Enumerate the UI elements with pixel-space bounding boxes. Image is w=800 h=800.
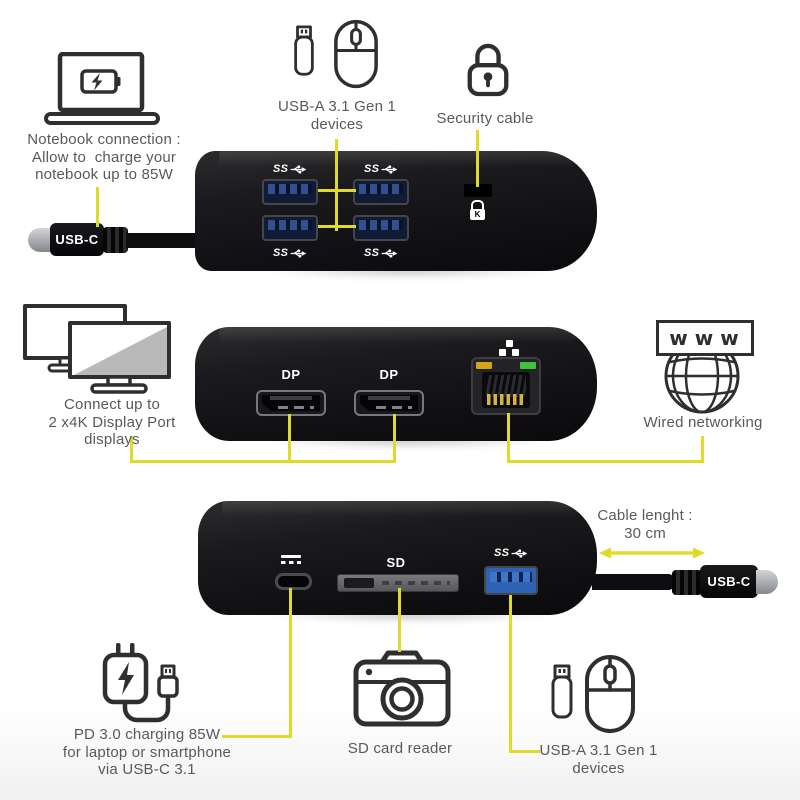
sd-reader-note: SD card reader xyxy=(347,740,453,757)
usbc-plug-label: USB-C xyxy=(55,232,99,247)
callout-line xyxy=(130,460,396,463)
ethernet-port xyxy=(471,357,541,415)
kensington-label: K xyxy=(470,209,485,220)
usbc-plug-tip xyxy=(28,228,52,252)
sd-port-label: SD xyxy=(386,555,406,570)
callout-line xyxy=(318,225,356,228)
callout-line xyxy=(318,189,356,192)
charger-icon xyxy=(102,643,179,723)
usb-trident-icon xyxy=(381,248,398,257)
security-note: Security cable xyxy=(436,110,534,127)
dp-port-label: DP xyxy=(379,367,399,382)
ss-usb-mark: SS xyxy=(273,163,307,175)
usbc-cable xyxy=(592,574,676,590)
ss-usb-mark: SS xyxy=(364,247,398,259)
callout-line xyxy=(393,414,396,463)
usb-devices-note-top: USB-A 3.1 Gen 1 devices xyxy=(277,98,397,133)
usbc-cable xyxy=(126,233,210,248)
laptop-charging-icon xyxy=(44,52,160,125)
usb-a-port xyxy=(262,215,318,241)
www-banner: www xyxy=(656,320,754,356)
kensington-lock-icon: K xyxy=(469,200,486,220)
usb-stick-icon xyxy=(551,664,573,719)
usb-a-port xyxy=(262,179,318,205)
pd-charging-note: PD 3.0 charging 85W for laptop or smartp… xyxy=(62,726,232,778)
callout-line xyxy=(509,595,512,753)
ss-label: SS xyxy=(273,163,289,175)
usb-trident-icon xyxy=(290,248,307,257)
usb-trident-icon xyxy=(381,164,398,173)
ethernet-led-orange xyxy=(476,362,492,369)
cable-strain-relief xyxy=(103,227,128,253)
callout-line xyxy=(289,588,292,738)
globe-icon xyxy=(664,338,740,414)
ss-label: SS xyxy=(364,163,380,175)
usbc-plug-tip xyxy=(756,570,778,594)
usb-stick-icon xyxy=(294,25,314,76)
usbc-plug: USB-C xyxy=(700,565,758,598)
ethernet-led-green xyxy=(520,362,536,369)
dual-monitors-icon xyxy=(23,304,171,394)
callout-line xyxy=(476,130,479,187)
mouse-icon xyxy=(334,19,378,89)
notebook-note: Notebook connection : Allow to charge yo… xyxy=(27,131,181,183)
callout-line xyxy=(130,436,133,463)
dock-middle-view xyxy=(195,327,597,441)
camera-icon xyxy=(353,650,451,727)
cable-length-arrow xyxy=(599,547,705,559)
dp-port-label: DP xyxy=(281,367,301,382)
usbc-plug-label: USB-C xyxy=(707,574,751,589)
padlock-icon xyxy=(467,43,509,97)
ss-usb-mark: SS xyxy=(494,547,528,559)
usb-a-port xyxy=(353,215,409,241)
displayport-port xyxy=(354,390,424,416)
network-note: Wired networking xyxy=(643,414,763,431)
dock-bottom-view xyxy=(198,501,597,615)
callout-line xyxy=(398,588,401,652)
sd-card-slot xyxy=(337,574,459,592)
dock-top-view xyxy=(195,151,597,271)
usbc-power-port xyxy=(275,573,312,590)
callout-line xyxy=(222,735,292,738)
callout-line xyxy=(96,187,99,227)
usb-trident-icon xyxy=(511,548,528,557)
usb-devices-note-bottom: USB-A 3.1 Gen 1 devices xyxy=(539,742,658,777)
cable-length-note: Cable lenght : 30 cm xyxy=(597,507,693,542)
callout-line xyxy=(701,436,704,463)
callout-line xyxy=(507,460,704,463)
power-dc-icon xyxy=(281,555,301,564)
usb-a-port xyxy=(353,179,409,205)
ss-label: SS xyxy=(364,247,380,259)
callout-line xyxy=(509,750,540,753)
callout-line xyxy=(507,413,510,463)
mouse-icon xyxy=(585,655,635,733)
kensington-slot xyxy=(464,184,492,197)
cable-strain-relief xyxy=(672,570,702,595)
ss-usb-mark: SS xyxy=(273,247,307,259)
callout-line xyxy=(288,414,291,463)
usbc-plug: USB-C xyxy=(50,223,104,256)
ss-usb-mark: SS xyxy=(364,163,398,175)
ss-label: SS xyxy=(494,547,510,559)
ss-label: SS xyxy=(273,247,289,259)
usb-a-port xyxy=(484,566,538,595)
callout-line xyxy=(335,139,338,231)
displayport-port xyxy=(256,390,326,416)
displays-note: Connect up to 2 x4K Display Port display… xyxy=(48,396,176,448)
network-icon xyxy=(499,340,519,356)
usb-trident-icon xyxy=(290,164,307,173)
